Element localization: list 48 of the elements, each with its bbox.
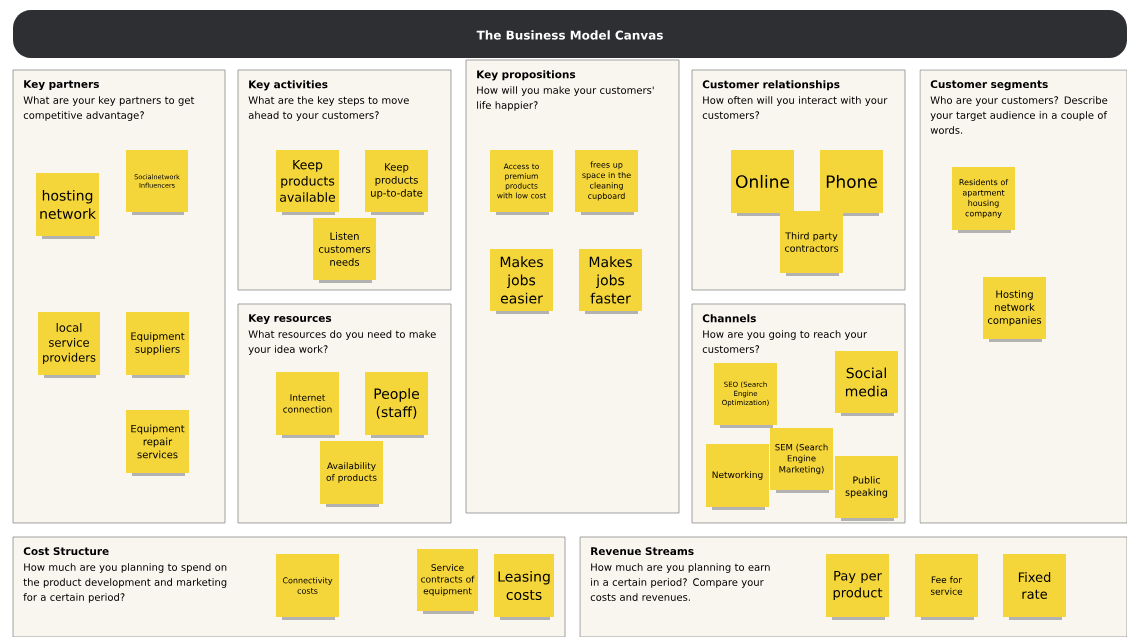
section-question: What are your key partners to get competitive advantage? [23, 96, 195, 121]
sticky-note: Makes jobs faster [579, 249, 642, 314]
section-question: What are the key steps to move ahead to your customers? [248, 96, 409, 121]
section-heading: Key activities [249, 80, 328, 91]
sticky-note: Hosting network companies [983, 277, 1046, 342]
sticky-note: Service contracts of equipment [417, 549, 478, 614]
sticky-note: Equipment repair services [126, 410, 189, 476]
title-bar: The Business Model Canvas [13, 10, 1127, 58]
sticky-note: SEM (Search Engine Marketing) [770, 428, 833, 493]
sticky-note: Social media [835, 351, 898, 416]
sticky-note: Internet connection [276, 372, 339, 438]
sticky-note: local service providers [38, 312, 100, 378]
sticky-note: Networking [706, 444, 769, 510]
section-panel [919, 69, 1127, 524]
sticky-note: Public speaking [835, 456, 898, 521]
section-question: How often will you interact with your customers? [702, 96, 888, 119]
section-heading: Cost Structure [23, 547, 109, 556]
sticky-note: Listen customers needs [313, 218, 376, 283]
sticky-note: Equipment suppliers [126, 312, 189, 378]
sticky-note: Makes jobs easier [490, 249, 553, 314]
section-heading: Key resources [249, 314, 332, 325]
section-heading: Customer segments [930, 80, 1048, 91]
sticky-note: People (staff) [365, 372, 428, 438]
section-heading: Key propositions [477, 70, 576, 81]
section-heading: Channels [702, 314, 756, 323]
section-question: How are you going to reach your customers? [702, 330, 868, 353]
sticky-note: Phone [820, 150, 883, 216]
sticky-note: Keep products up-to-date [365, 150, 428, 215]
sticky-note: hosting network [36, 173, 99, 239]
section-heading: Key partners [24, 80, 99, 91]
sticky-note: Connectivity costs [276, 554, 339, 620]
sticky-note: Fee for service [915, 554, 978, 620]
sticky-note: Fixed rate [1003, 554, 1066, 620]
sticky-note: Pay per product [826, 554, 889, 620]
sticky-note: Residents of apartment housing company [952, 167, 1015, 233]
sticky-note: frees up space in the cleaning cupboard [575, 150, 638, 215]
section-heading: Revenue Streams [591, 547, 694, 556]
sticky-note: Online [731, 150, 794, 216]
sticky-note: Third party contractors [780, 211, 843, 276]
section-question: How much are you planning to spend on the product development and marketing for a certain period? [23, 563, 227, 603]
sticky-note: Leasing costs [494, 554, 554, 620]
section-question: How much are you planning to earn in a certain period? Compare your costs and revenues. [590, 563, 770, 601]
section-question: What resources do you need to make your idea work? [248, 330, 436, 355]
sticky-note: Availability of products [320, 441, 383, 507]
section-question: Who are your customers? Describe your target audience in a couple of words. [930, 96, 1108, 134]
section-heading: Customer relationships [702, 80, 840, 91]
section-question: How will you make your customers' life happier? [477, 86, 654, 111]
sticky-note: Keep products available [276, 150, 339, 215]
